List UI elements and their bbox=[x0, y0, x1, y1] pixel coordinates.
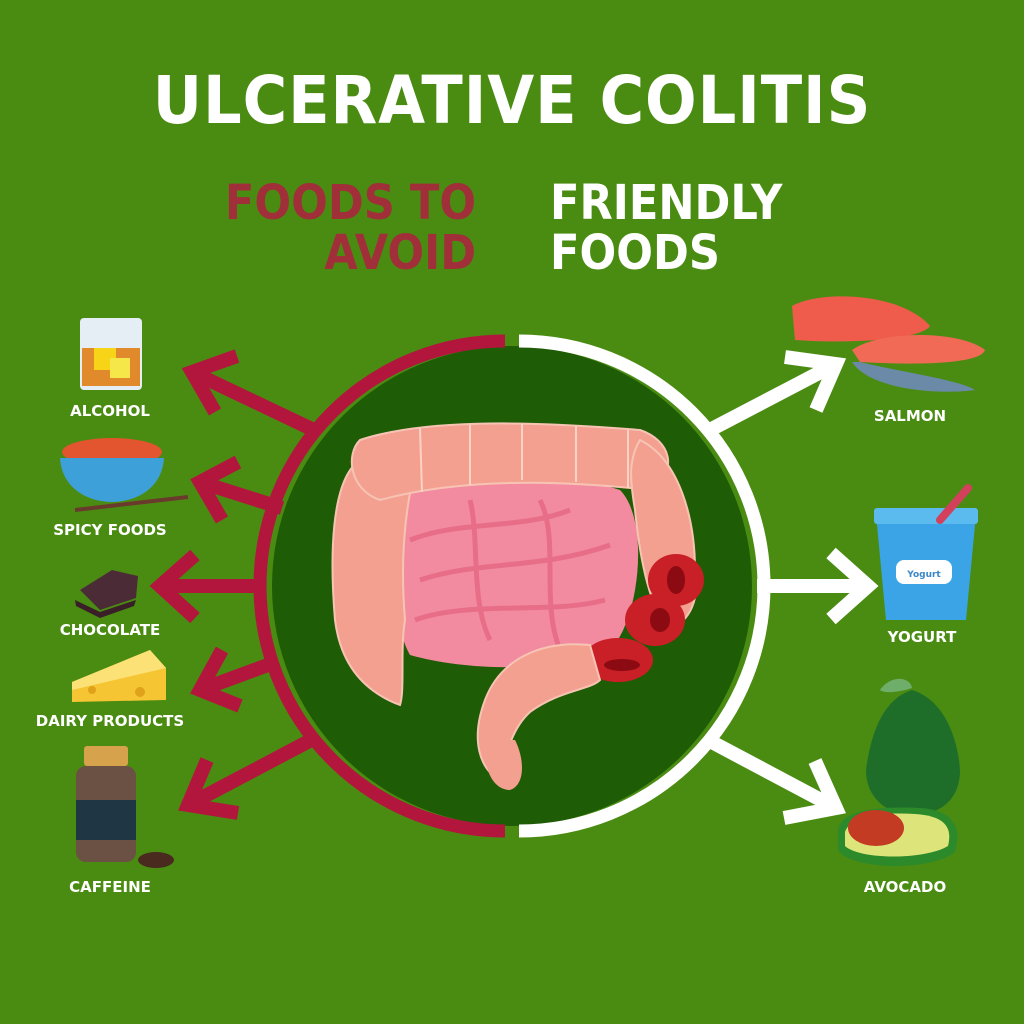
arrow-to-alcohol bbox=[181, 349, 322, 439]
dairy-products-label: DAIRY PRODUCTS bbox=[35, 712, 185, 730]
arrow-to-spicy-foods bbox=[190, 455, 285, 524]
friendly-heading-line2: FOODS bbox=[550, 225, 720, 281]
avocado-icon bbox=[838, 678, 960, 867]
yogurt-cup-icon bbox=[874, 484, 978, 620]
noodle-bowl-icon bbox=[60, 438, 189, 512]
arrow-to-chocolate bbox=[149, 549, 266, 624]
arrow-to-salmon bbox=[702, 350, 847, 439]
friendly-arrows bbox=[702, 350, 879, 825]
cheese-icon bbox=[72, 650, 166, 702]
arrow-to-avocado bbox=[704, 733, 846, 825]
spicy-foods-label: SPICY FOODS bbox=[53, 521, 167, 539]
arrow-to-dairy bbox=[190, 646, 279, 713]
caffeine-label: CAFFEINE bbox=[69, 878, 151, 896]
arrow-to-yogurt bbox=[757, 547, 879, 625]
chocolate-label: CHOCOLATE bbox=[59, 621, 161, 639]
yogurt-label: YOGURT bbox=[887, 628, 957, 646]
avoid-heading-line1: FOODS TO bbox=[224, 175, 476, 231]
salmon-icon bbox=[792, 296, 985, 392]
coffee-jar-icon bbox=[76, 746, 174, 868]
salmon-label: SALMON bbox=[873, 407, 947, 425]
foods-to-avoid-heading: FOODS TO AVOID bbox=[225, 178, 476, 278]
yogurt-cup-text: Yogurt bbox=[906, 570, 941, 580]
chocolate-bar-icon bbox=[75, 570, 138, 618]
alcohol-label: ALCOHOL bbox=[70, 402, 150, 420]
colon-intestine-icon bbox=[331, 422, 704, 790]
friendly-foods-heading: FRIENDLY FOODS bbox=[550, 178, 782, 278]
avocado-label: AVOCADO bbox=[863, 878, 947, 896]
avoid-arrows bbox=[149, 349, 322, 820]
friendly-heading-line1: FRIENDLY bbox=[550, 175, 783, 231]
avoid-heading-line2: AVOID bbox=[324, 225, 476, 281]
whiskey-glass-icon bbox=[80, 318, 142, 390]
arrow-to-caffeine bbox=[178, 731, 319, 820]
page-title: ULCERATIVE COLITIS bbox=[152, 62, 872, 139]
